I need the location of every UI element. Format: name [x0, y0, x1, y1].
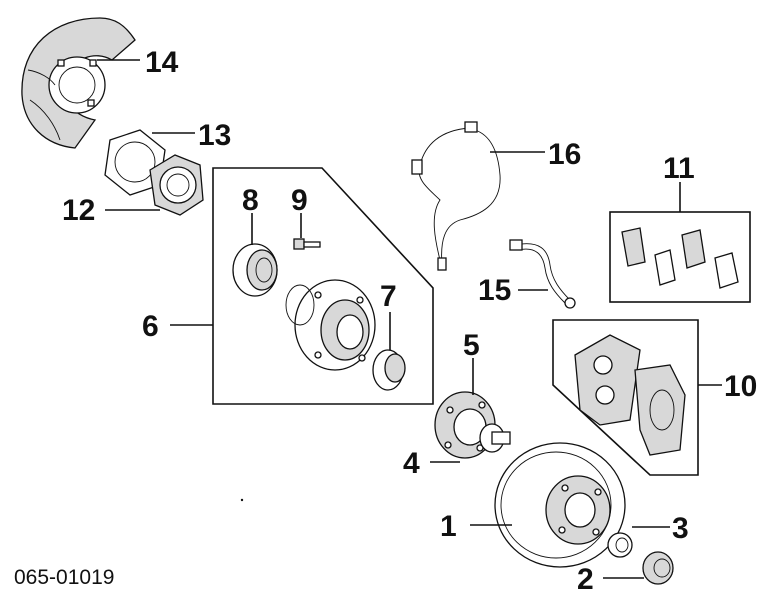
part-10-caliper	[574, 334, 686, 456]
part-15-brake-hose	[509, 239, 576, 309]
part-4-spindle	[479, 423, 511, 453]
callout-15: 15	[478, 274, 511, 307]
part-13-gasket	[104, 129, 166, 196]
callout-13: 13	[198, 119, 231, 152]
part-14-dust-shield	[21, 17, 136, 149]
caliper-box	[552, 319, 699, 476]
callout-16: 16	[548, 138, 581, 171]
callout-11: 11	[663, 152, 695, 185]
callout-9: 9	[291, 184, 308, 217]
part-12-retainer	[149, 154, 204, 216]
stray-mark	[240, 498, 244, 502]
callout-7: 7	[380, 280, 397, 313]
callout-3: 3	[672, 512, 689, 545]
hub-kit-box	[212, 167, 434, 405]
part-3-bearing	[607, 532, 633, 558]
part-7-seal	[372, 349, 406, 391]
callout-1: 1	[440, 510, 457, 543]
callout-5: 5	[463, 329, 480, 362]
callout-6: 6	[142, 310, 159, 343]
callout-4: 4	[403, 447, 420, 480]
callout-14: 14	[145, 46, 179, 79]
callout-2: 2	[577, 563, 594, 596]
part-1-brake-disc	[494, 442, 626, 568]
part-6-hub	[285, 279, 376, 371]
callout-10: 10	[724, 370, 757, 403]
callout-8: 8	[242, 184, 259, 217]
callout-12: 12	[62, 194, 95, 227]
part-2-grease-cap	[642, 551, 674, 585]
figure-code: 065-01019	[14, 566, 114, 589]
part-11-brake-pads	[621, 227, 739, 289]
part-16-abs-sensor	[411, 121, 501, 271]
part-9-hub-bolt	[293, 238, 321, 250]
part-8-bearing	[232, 243, 278, 297]
